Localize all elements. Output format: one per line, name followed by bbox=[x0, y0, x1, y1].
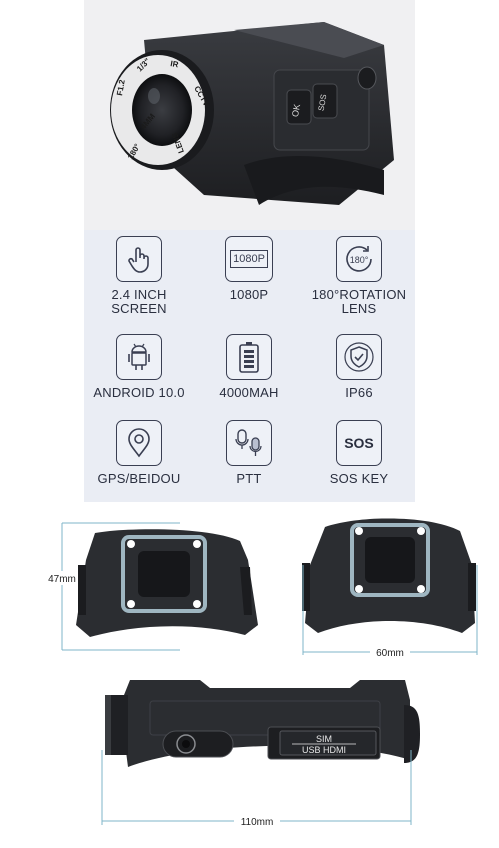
microphone-icon bbox=[226, 420, 272, 466]
sos-button-label: SOS bbox=[317, 93, 329, 111]
feature-label: SOS KEY bbox=[329, 471, 389, 486]
front-view: 47mm bbox=[46, 522, 258, 651]
feature-sos: SOS SOS KEY bbox=[304, 420, 414, 486]
feature-android: ANDROID 10.0 bbox=[84, 334, 194, 400]
height-dimension: 47mm bbox=[48, 574, 76, 585]
1080p-icon-text: 1080P bbox=[230, 250, 268, 268]
ok-button bbox=[286, 89, 312, 125]
usb-hdmi-label: USB HDMI bbox=[302, 745, 346, 755]
sos-icon: SOS bbox=[336, 420, 382, 466]
product-photo: OK SOS F1.2 1/3" IR CCTV 4MM LENS 180° bbox=[84, 0, 415, 230]
feature-ptt: PTT bbox=[194, 420, 304, 486]
touch-icon bbox=[116, 236, 162, 282]
rotation-icon: 180° bbox=[336, 236, 382, 282]
side-view: SIM USB HDMI 110mm bbox=[101, 680, 420, 828]
feature-1080p: 1080P 1080P bbox=[194, 236, 304, 302]
rotation-icon-text: 180° bbox=[350, 255, 369, 265]
feature-label: 4000MAH bbox=[219, 385, 279, 400]
feature-label: IP66 bbox=[345, 385, 373, 400]
feature-label: GPS/BEIDOU bbox=[97, 471, 181, 486]
front-view-alt: 60mm bbox=[302, 518, 478, 659]
sos-button bbox=[312, 83, 338, 119]
feature-ip66: IP66 bbox=[304, 334, 414, 400]
feature-label: SCREEN bbox=[111, 301, 167, 316]
length-dimension: 110mm bbox=[241, 817, 274, 828]
sos-icon-text: SOS bbox=[344, 435, 374, 451]
lens-text: F1.2 bbox=[115, 78, 127, 96]
location-pin-icon bbox=[116, 420, 162, 466]
battery-icon bbox=[226, 334, 272, 380]
feature-label: LENS bbox=[341, 301, 377, 316]
width-dimension: 60mm bbox=[376, 648, 404, 659]
shield-icon bbox=[336, 334, 382, 380]
ok-button-label: OK bbox=[290, 103, 302, 118]
sim-label: SIM bbox=[316, 734, 332, 744]
feature-label: ANDROID 10.0 bbox=[93, 385, 185, 400]
feature-label: PTT bbox=[236, 471, 262, 486]
1080p-icon: 1080P bbox=[225, 236, 273, 282]
feature-battery: 4000MAH bbox=[194, 334, 304, 400]
feature-label: 2.4 INCH bbox=[111, 287, 167, 302]
feature-label: 1080P bbox=[229, 287, 269, 302]
camera-illustration: OK SOS F1.2 1/3" IR CCTV 4MM LENS 180° bbox=[110, 22, 394, 205]
feature-label: 180°ROTATION bbox=[311, 287, 407, 302]
lens-glass bbox=[132, 74, 192, 146]
lens-text: IR bbox=[170, 59, 180, 69]
android-icon bbox=[116, 334, 162, 380]
power-button bbox=[357, 66, 377, 90]
dimension-diagrams: 47mm 60mm bbox=[0, 505, 499, 843]
feature-gps: GPS/BEIDOU bbox=[84, 420, 194, 486]
